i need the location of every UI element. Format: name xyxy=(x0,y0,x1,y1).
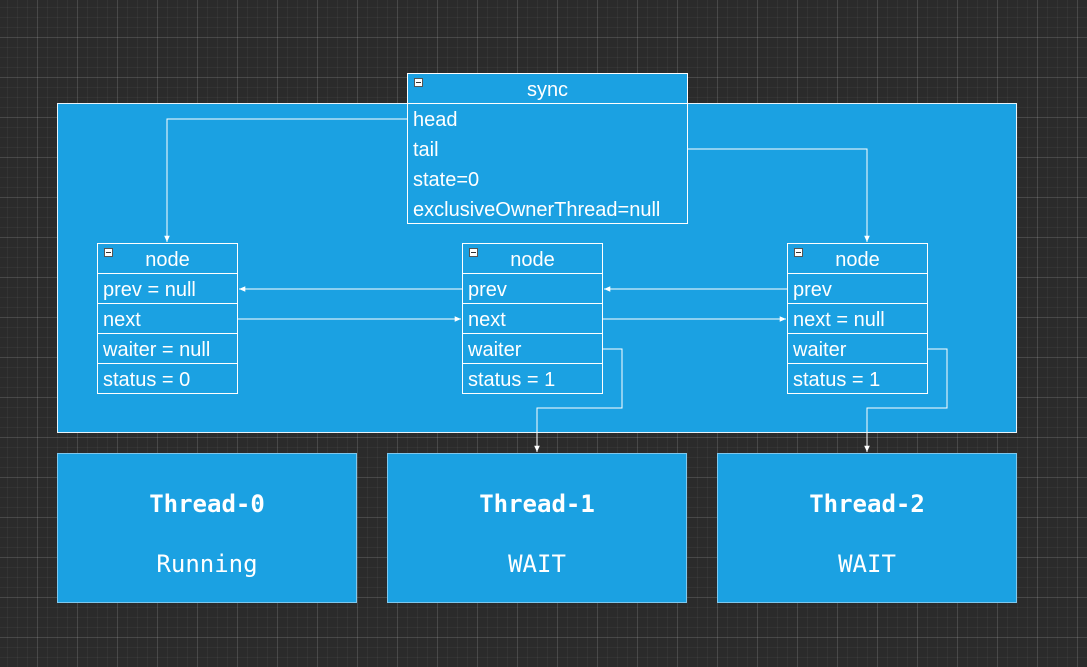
collapse-icon[interactable] xyxy=(104,248,113,257)
thread-state: WAIT xyxy=(508,550,566,578)
thread-box-0[interactable]: Thread-0 Running xyxy=(57,453,357,603)
collapse-icon[interactable] xyxy=(414,78,423,87)
thread-state: WAIT xyxy=(838,550,896,578)
waiter-arrow-1 xyxy=(534,348,623,452)
node-field-status: status = 1 xyxy=(463,363,602,393)
thread-name: Thread-2 xyxy=(809,490,925,518)
node-title: node xyxy=(835,249,880,271)
thread-box-2[interactable]: Thread-2 WAIT xyxy=(717,453,1017,603)
sync-field-state: state=0 xyxy=(413,169,480,191)
node-field-prev: prev = null xyxy=(98,273,237,303)
node-field-next: next xyxy=(463,303,602,333)
collapse-icon[interactable] xyxy=(794,248,803,257)
node-field-prev: prev xyxy=(788,273,927,303)
node-box-1[interactable]: node prev next waiter status = 1 xyxy=(462,243,603,394)
sync-box[interactable]: sync head tail state=0 exclusiveOwnerThr… xyxy=(407,73,688,224)
head-pointer-arrow xyxy=(164,118,407,242)
node-field-status: status = 1 xyxy=(788,363,927,393)
waiter-arrow-2 xyxy=(864,348,948,452)
tail-pointer-arrow xyxy=(688,148,870,242)
sync-field-head: head xyxy=(413,109,458,131)
node-field-status: status = 0 xyxy=(98,363,237,393)
thread-name: Thread-0 xyxy=(149,490,265,518)
sync-field-owner: exclusiveOwnerThread=null xyxy=(413,199,661,221)
node-field-waiter: waiter xyxy=(788,333,927,363)
sync-title: sync xyxy=(526,79,569,101)
node-field-next: next = null xyxy=(788,303,927,333)
node-title: node xyxy=(510,249,555,271)
node-box-2[interactable]: node prev next = null waiter status = 1 xyxy=(787,243,928,394)
node-field-waiter: waiter = null xyxy=(98,333,237,363)
node-field-prev: prev xyxy=(463,273,602,303)
sync-field-tail: tail xyxy=(413,139,439,161)
thread-name: Thread-1 xyxy=(479,490,595,518)
node-header: node xyxy=(788,244,927,273)
node-header: node xyxy=(98,244,237,273)
sync-header: sync xyxy=(408,74,687,104)
thread-state: Running xyxy=(156,550,258,578)
node-header: node xyxy=(463,244,602,273)
node-box-0[interactable]: node prev = null next waiter = null stat… xyxy=(97,243,238,394)
node-field-waiter: waiter xyxy=(463,333,602,363)
node-field-next: next xyxy=(98,303,237,333)
thread-box-1[interactable]: Thread-1 WAIT xyxy=(387,453,687,603)
node-title: node xyxy=(145,249,190,271)
collapse-icon[interactable] xyxy=(469,248,478,257)
